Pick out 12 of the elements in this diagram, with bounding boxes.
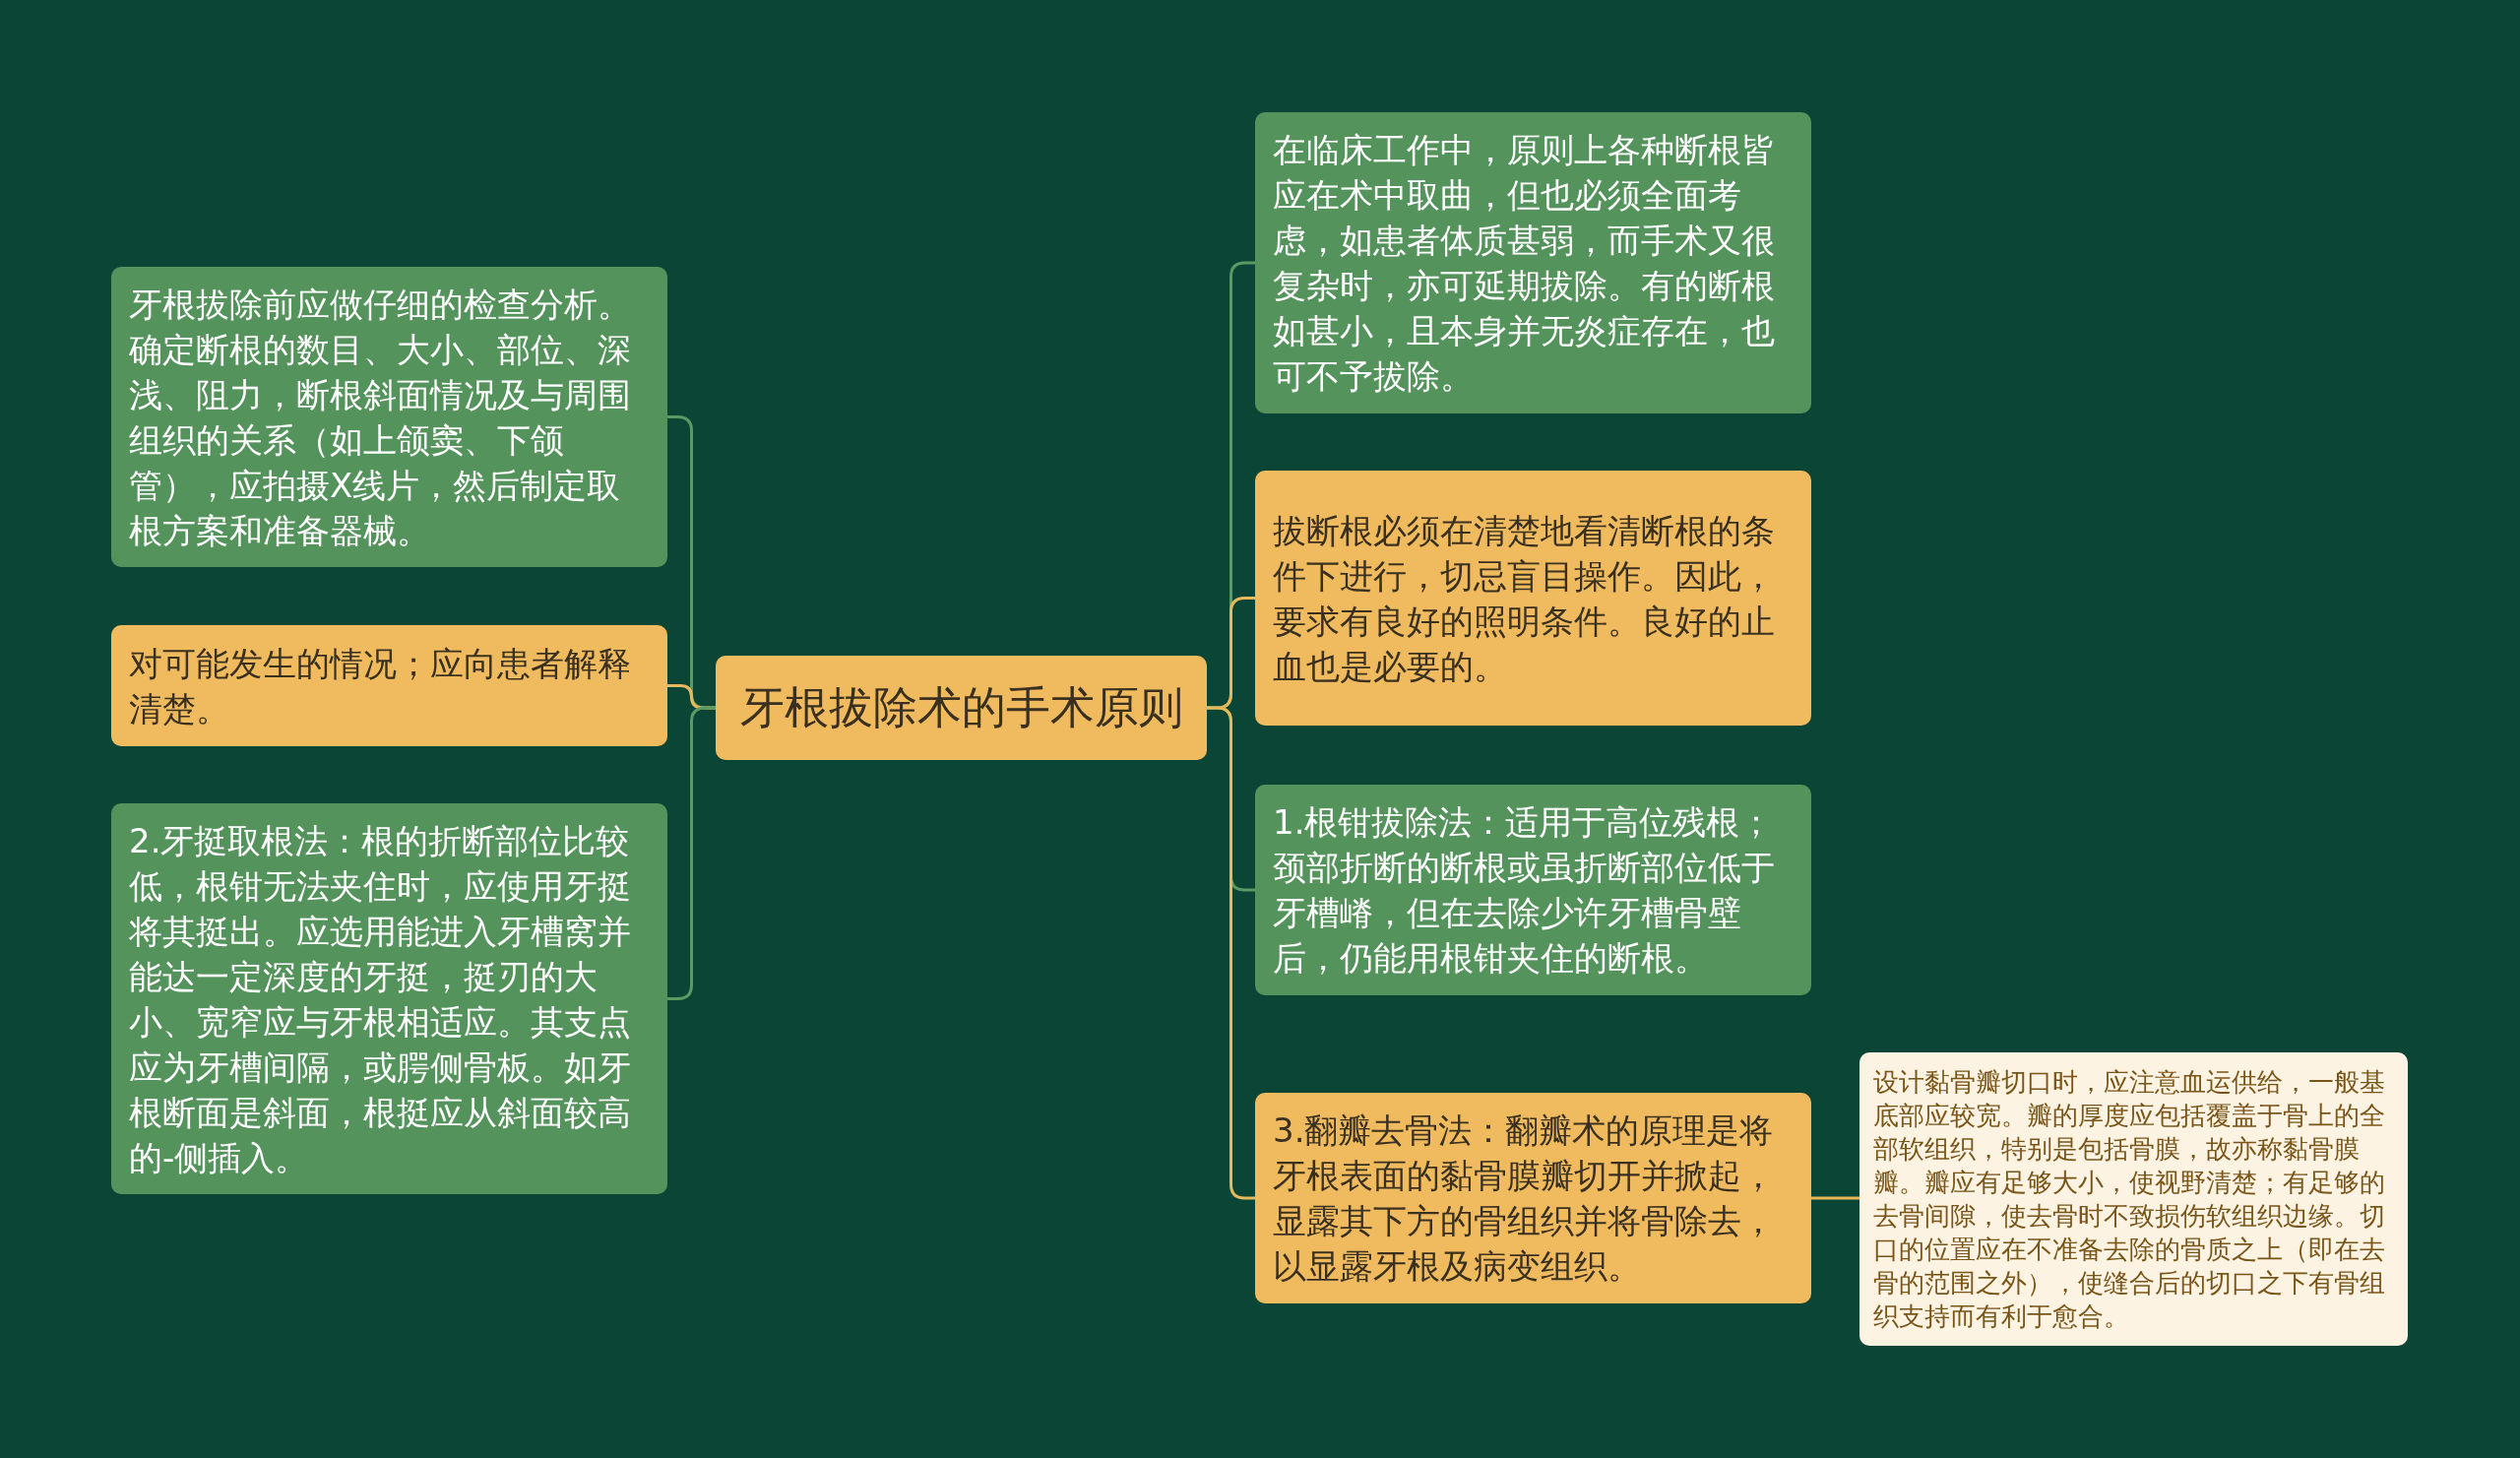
note-box: 3.翻瓣去骨法：翻瓣术的原理是将牙根表面的黏骨膜瓣切开并掀起，显露其下方的骨组织并将骨除去，以显露牙根及病变组织。 [1255,1093,1811,1303]
detail-box: 设计黏骨瓣切口时，应注意血运供给，一般基底部应较宽。瓣的厚度应包括覆盖于骨上的全部软组织，特别是包括骨膜，故亦称黏骨膜瓣。瓣应有足够大小，使视野清楚；有足够的去骨间隙，使去骨时不致损伤软组织边缘。切口的位置应在不准备去除的骨质之上（即在去骨的范围之外），使缝合后的切口之下有骨组织支持而有利于愈合。 [1859,1052,2408,1346]
note-box: 在临床工作中，原则上各种断根皆应在术中取曲，但也必须全面考虑，如患者体质甚弱，而手术又很复杂时，亦可延期拔除。有的断根如甚小，且本身并无炎症存在，也可不予拔除。 [1255,112,1811,413]
note-box: 1.根钳拔除法：适用于高位残根；颈部折断的断根或虽折断部位低于牙槽嵴，但在去除少许牙槽骨壁后，仍能用根钳夹住的断根。 [1255,785,1811,995]
note-box: 对可能发生的情况；应向患者解释清楚。 [111,625,667,746]
connector-line [667,706,716,1000]
note-box: 拔断根必须在清楚地看清断根的条件下进行，切忌盲目操作。因此，要求有良好的照明条件。良好的止血也是必要的。 [1255,471,1811,726]
connector-line [1811,1196,1859,1200]
note-box: 牙根拔除前应做仔细的检查分析。确定断根的数目、大小、部位、深浅、阻力，断根斜面情况及与周围组织的关系（如上颌窦、下颌管），应拍摄X线片，然后制定取根方案和准备器械。 [111,267,667,567]
connector-line [1207,706,1255,1200]
note-box: 2.牙挺取根法：根的折断部位比较低，根钳无法夹住时，应使用牙挺将其挺出。应选用能进入牙槽窝并能达一定深度的牙挺，挺刃的大小、宽窄应与牙根相适应。其支点应为牙槽间隔，或腭侧骨板。如牙根断面是斜面，根挺应从斜面较高的-侧插入。 [111,803,667,1194]
topic-box: 牙根拔除术的手术原则 [716,656,1207,760]
